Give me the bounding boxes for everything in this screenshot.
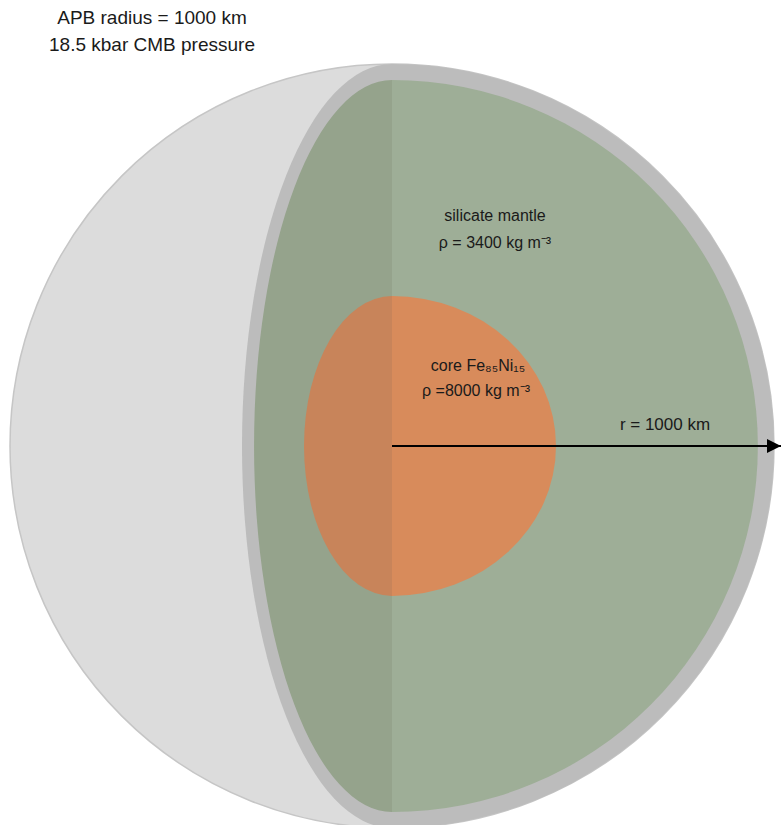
pressure-heading: 18.5 kbar CMB pressure <box>49 34 255 57</box>
density-label: ρ = 3400 kg m⁻³ <box>439 233 551 252</box>
planetesimal-sphere <box>10 64 774 825</box>
density-label: ρ =8000 kg m⁻³ <box>422 381 530 400</box>
cut-face <box>304 296 392 596</box>
cut-face <box>254 80 392 812</box>
radius-heading: APB radius = 1000 km <box>57 7 247 30</box>
region-name: silicate mantle <box>444 206 545 225</box>
radius-arrow <box>392 445 781 447</box>
region-name: core Fe₈₅Ni₁₅ <box>431 356 525 375</box>
crust-band <box>242 64 774 825</box>
radius-label: r = 1000 km <box>620 415 710 435</box>
